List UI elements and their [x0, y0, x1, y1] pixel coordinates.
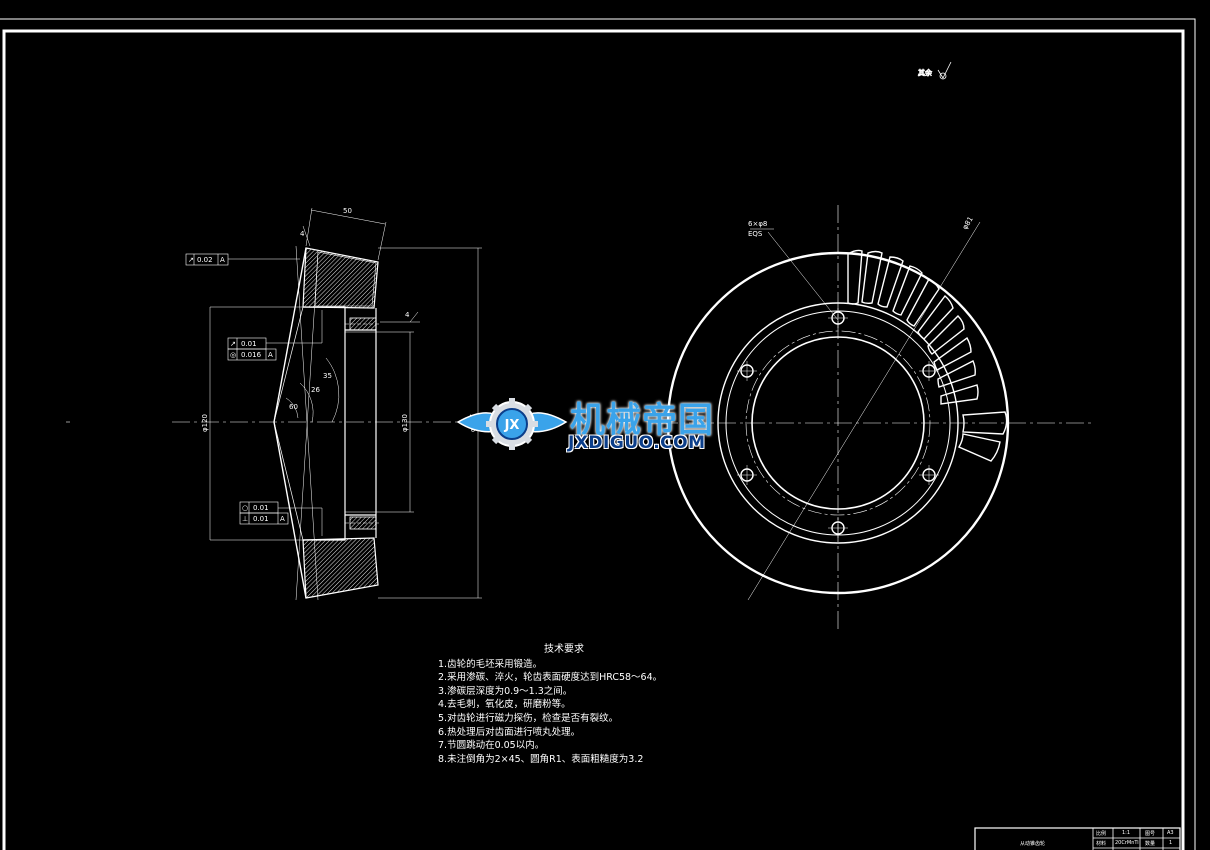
dim-top-width: 50 — [343, 207, 352, 215]
outer-circle — [666, 251, 1010, 595]
title-block — [974, 827, 1181, 850]
watermark-logo-icon: JX — [456, 398, 568, 450]
gdt-datum-top: A — [220, 256, 225, 264]
title-block-sheet-label: 图号 — [1145, 831, 1156, 837]
drawing-frame — [0, 18, 1196, 850]
notes-title: 技术要求 — [544, 644, 584, 655]
gdt-datum-perp: A — [280, 515, 285, 523]
dim-hole-spec-1: 6×φ8 — [748, 220, 767, 228]
gear-tooth-upper — [302, 247, 379, 309]
gdt-value-bottom: 0.01 — [253, 504, 269, 512]
note-item: 7.节圆跳动在0.05以内。 — [438, 740, 545, 752]
front-dimension-texts: 6×φ8 EQS φ81 — [748, 215, 975, 238]
gdt-datum-mid2: A — [268, 351, 273, 359]
gear-tooth-lower — [302, 537, 379, 599]
note-item: 2.采用渗碳、淬火，轮齿表面硬度达到HRC58～64。 — [438, 672, 663, 684]
dim-pitch: φ81 — [961, 215, 975, 231]
dim-chamfer-b: 4 — [405, 311, 410, 319]
title-block-name: 从动锥齿轮 — [1020, 841, 1046, 847]
dim-bore: φ120 — [201, 414, 209, 432]
dim-angle-2: 26 — [311, 386, 320, 394]
dim-angle-3: 60 — [289, 403, 298, 411]
section-view — [66, 207, 484, 601]
roughness-prefix: 其余 — [918, 68, 932, 77]
title-block-scale-value: 1:1 — [1122, 830, 1131, 836]
technical-requirements: 技术要求 1.齿轮的毛坯采用锻造。 2.采用渗碳、淬火，轮齿表面硬度达到HRC5… — [438, 643, 758, 766]
dim-hole-spec-2: EQS — [748, 230, 763, 238]
note-item: 3.渗碳层深度为0.9～1.3之间。 — [438, 685, 573, 697]
gdt-symbol-perp: ⊥ — [242, 515, 248, 523]
gdt-symbol-bottom: ○ — [242, 504, 248, 512]
note-item: 8.未注倒角为2×45、圆角R1、表面粗糙度为3.2 — [438, 753, 644, 765]
bore-circle — [751, 336, 925, 510]
dim-inner: φ130 — [401, 414, 409, 432]
title-block-material-value: 20CrMnTi — [1115, 840, 1139, 846]
title-block-scale-label: 比例 — [1096, 831, 1107, 837]
gdt-value-top: 0.02 — [197, 256, 213, 264]
note-item: 4.去毛刺，氧化皮，研磨粉等。 — [438, 699, 571, 711]
gdt-symbol-mid2: ◎ — [230, 351, 236, 359]
gdt-symbol-mid: ↗ — [230, 340, 236, 348]
watermark: JX 机械帝国 JXDIGUO.COM — [456, 392, 756, 456]
title-block-material-label: 材料 — [1096, 841, 1107, 847]
watermark-cn: 机械帝国 — [570, 401, 715, 441]
roughness-symbol: 其余 — [918, 61, 952, 80]
gdt-symbol-top: ↗ — [188, 256, 194, 264]
note-item: 5.对齿轮进行磁力探伤，检查是否有裂纹。 — [438, 712, 619, 724]
watermark-en: JXDIGUO.COM — [568, 433, 706, 453]
gdt-value-perp: 0.01 — [253, 515, 269, 523]
gear-teeth — [847, 249, 1008, 462]
note-item: 6.热处理后对齿面进行喷丸处理。 — [438, 726, 581, 738]
dim-angle-1: 35 — [323, 372, 332, 380]
front-view — [660, 205, 1095, 630]
title-block-sheet-value: A3 — [1167, 830, 1174, 836]
gdt-value-mid2: 0.016 — [241, 351, 262, 359]
gdt-value-mid: 0.01 — [241, 340, 257, 348]
watermark-logo-text: JX — [504, 418, 520, 433]
title-block-qty-value: 1 — [1169, 840, 1173, 846]
title-block-qty-label: 数量 — [1145, 841, 1156, 847]
dim-chamfer-a: 4 — [300, 230, 305, 238]
note-item: 1.齿轮的毛坯采用锻造。 — [438, 658, 543, 670]
